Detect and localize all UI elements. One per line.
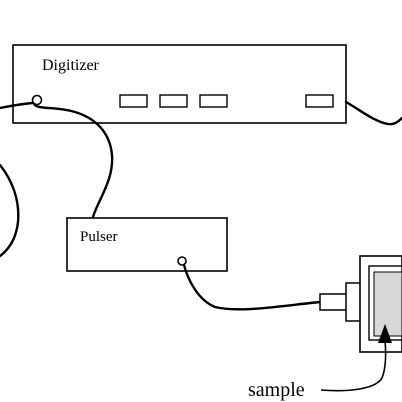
digitizer-slot-2 [159, 94, 188, 108]
digitizer-label: Digitizer [42, 57, 100, 74]
cable-digitizer-to-pulser [32, 102, 114, 219]
digitizer-left-lead [0, 101, 34, 110]
digitizer-slot-4 [305, 94, 334, 108]
cables [0, 100, 402, 311]
probe-connector-large [345, 282, 362, 322]
pulser-unit: Pulser [66, 217, 228, 272]
sample-material [373, 271, 402, 337]
digitizer-slot-1 [119, 94, 148, 108]
cable-right-edge [344, 100, 402, 126]
sample-annotation: sample [248, 324, 392, 401]
pulser-output-connector [177, 256, 187, 266]
sample-pointer-line [320, 339, 387, 392]
digitizer-slot-3 [199, 94, 228, 108]
cable-pulser-to-sample [182, 263, 322, 311]
digitizer-input-connector [31, 94, 43, 106]
sample-arrowhead [378, 324, 392, 343]
probe-connector-small [319, 293, 349, 311]
sample-label: sample [248, 379, 305, 401]
sample-holder [319, 255, 402, 353]
pulser-box [66, 217, 228, 272]
cable-left-edge [0, 163, 20, 258]
digitizer-slots [119, 94, 334, 108]
pulser-label: Pulser [80, 229, 118, 245]
digitizer-unit: Digitizer [12, 44, 347, 124]
